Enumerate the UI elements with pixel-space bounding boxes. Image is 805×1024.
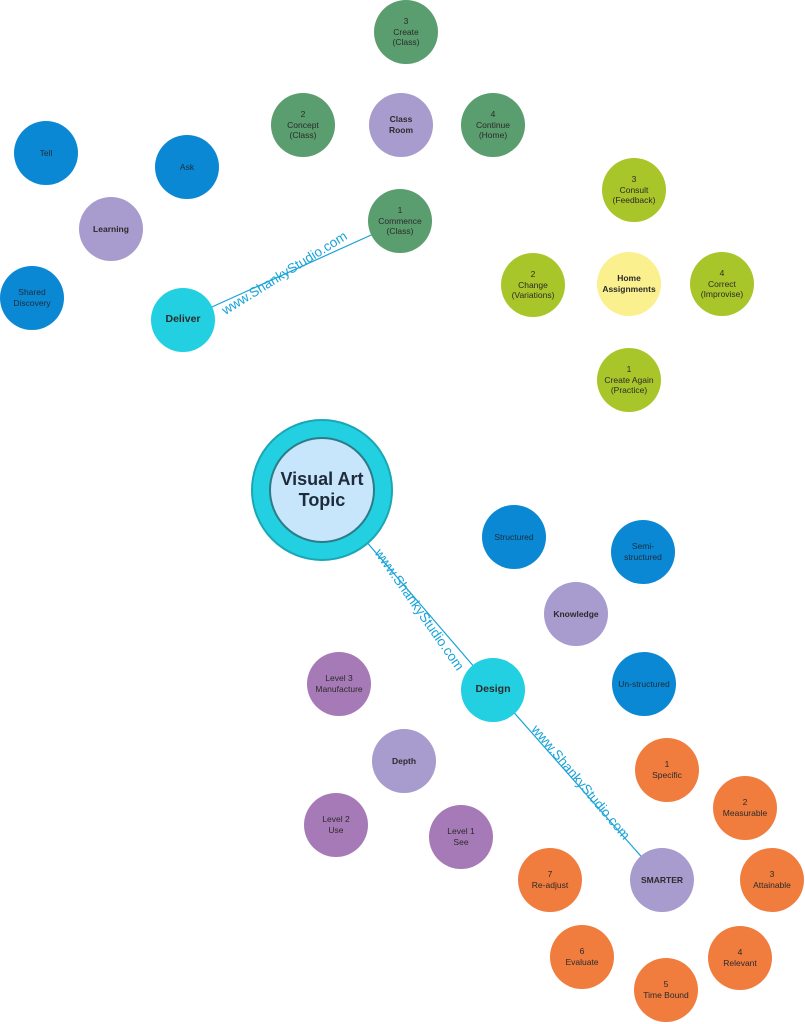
node-change-label: 2 Change (Variations) [511,269,555,301]
node-measurable-label: 2 Measurable [722,797,768,818]
node-concept-class-label: 2 Concept (Class) [287,109,319,141]
node-semi-structured: Semi-structured [611,520,675,584]
node-depth-label: Depth [391,755,417,766]
node-correct: 4 Correct (Improvise) [690,252,754,316]
node-deliver: Deliver [151,288,215,352]
node-level-3: Level 3 Manufacture [307,652,371,716]
node-create-again-label: 1 Create Again (Practice) [604,364,654,396]
node-commence-class-label: 1 Commence (Class) [378,205,422,237]
node-learning-label: Learning [93,223,129,234]
node-continue-home: 4 Continue (Home) [461,93,525,157]
node-level-2-label: Level 2 Use [322,814,350,835]
node-un-structured-label: Un-structured [618,678,670,689]
node-create-class: 3 Create (Class) [374,0,438,64]
node-smarter-label: SMARTER [640,874,684,885]
connector-design-smarter [493,689,663,881]
node-evaluate-label: 6 Evaluate [565,946,599,967]
node-continue-home-label: 4 Continue (Home) [475,109,511,141]
node-time-bound-label: 5 Time Bound [643,979,689,1000]
node-home-assignments-label: Home Assignments [602,273,656,294]
node-concept-class: 2 Concept (Class) [271,93,335,157]
node-knowledge: Knowledge [544,582,608,646]
node-smarter: SMARTER [630,848,694,912]
node-level-1: Level 1 See [429,805,493,869]
node-class-room-label: Class Room [388,114,414,135]
node-un-structured: Un-structured [612,652,676,716]
center-topic-line-2: Topic [298,490,346,510]
node-shared-discovery: Shared Discovery [0,266,64,330]
node-structured-label: Structured [494,531,534,542]
node-depth: Depth [372,729,436,793]
node-level-2: Level 2 Use [304,793,368,857]
node-shared-discovery-label: Shared Discovery [13,287,51,308]
node-level-1-label: Level 1 See [447,826,475,847]
node-evaluate: 6 Evaluate [550,925,614,989]
node-relevant: 4 Relevant [708,926,772,990]
node-tell: Tell [14,121,78,185]
node-correct-label: 4 Correct (Improvise) [700,268,744,300]
node-specific: 1 Specific [635,738,699,802]
node-re-adjust: 7 Re-adjust [518,848,582,912]
node-re-adjust-label: 7 Re-adjust [531,869,569,890]
node-time-bound: 5 Time Bound [634,958,698,1022]
node-ask: Ask [155,135,219,199]
node-create-again: 1 Create Again (Practice) [597,348,661,412]
node-create-class-label: 3 Create (Class) [392,16,420,48]
node-class-room: Class Room [369,93,433,157]
node-semi-structured-label: Semi-structured [624,541,662,562]
node-relevant-label: 4 Relevant [723,947,757,968]
node-commence-class: 1 Commence (Class) [368,189,432,253]
node-level-3-label: Level 3 Manufacture [315,673,363,694]
node-attainable: 3 Attainable [740,848,804,912]
connector-deliver-commence [182,221,401,321]
node-change: 2 Change (Variations) [501,253,565,317]
node-specific-label: 1 Specific [652,759,682,780]
node-home-assignments: Home Assignments [597,252,661,316]
node-consult-label: 3 Consult (Feedback) [612,174,656,206]
node-deliver-label: Deliver [165,313,201,326]
node-learning: Learning [79,197,143,261]
node-tell-label: Tell [39,147,53,158]
node-structured: Structured [482,505,546,569]
node-knowledge-label: Knowledge [553,608,599,619]
node-measurable: 2 Measurable [713,776,777,840]
node-attainable-label: 3 Attainable [753,869,791,890]
node-design-label: Design [475,683,511,696]
node-design: Design [461,658,525,722]
node-consult: 3 Consult (Feedback) [602,158,666,222]
center-topic-line-1: Visual Art [280,469,364,490]
node-ask-label: Ask [179,161,195,172]
